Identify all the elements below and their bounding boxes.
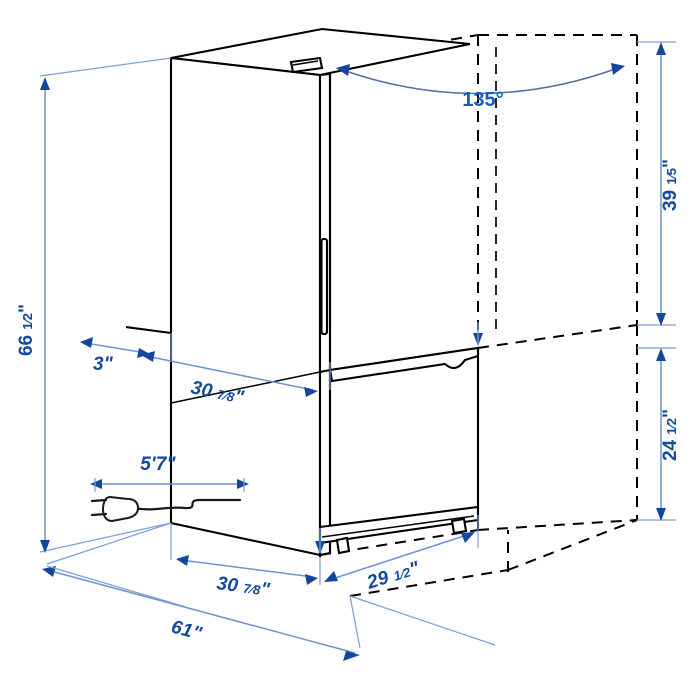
refrigerator-plinth: [318, 505, 480, 555]
label-door-clearance-depth: 3": [93, 354, 114, 375]
label-total-clearance-width: 61": [169, 617, 205, 645]
label-overall-height: 66 1⁄2": [16, 304, 37, 356]
clearance-split-markers: [315, 322, 483, 554]
door-swing-arc-icon: 135°: [336, 63, 625, 111]
clearance-guide-line: [349, 595, 496, 646]
dimension-lower-clearance-height: 24 1⁄2": [637, 347, 681, 521]
dimension-door-clearance-depth: 3": [80, 337, 150, 375]
label-lower-clearance-height: 24 1⁄2": [660, 409, 681, 461]
power-plug-icon: [90, 496, 242, 522]
refrigerator-body: [169, 27, 471, 557]
label-door-swing-angle: 135°: [462, 89, 503, 111]
freezer-drawer-handle: [328, 346, 480, 383]
dimension-power-cord-length: 5'7": [90, 454, 249, 492]
clearance-guide-line-2: [360, 612, 500, 654]
rear-clearance-edge: [125, 325, 172, 335]
label-cabinet-width-lower: 30 7⁄8": [215, 573, 272, 601]
dimension-total-clearance-width: 61": [42, 522, 361, 661]
label-power-cord-length: 5'7": [140, 454, 176, 475]
dimension-cabinet-width-lower: 30 7⁄8": [170, 523, 321, 601]
dimension-overall-height: 66 1⁄2": [16, 57, 172, 553]
dimension-upper-clearance-height: 39 1⁄5": [637, 41, 681, 326]
clearance-volume-upper: [319, 34, 638, 335]
label-upper-clearance-height: 39 1⁄5": [660, 159, 681, 211]
